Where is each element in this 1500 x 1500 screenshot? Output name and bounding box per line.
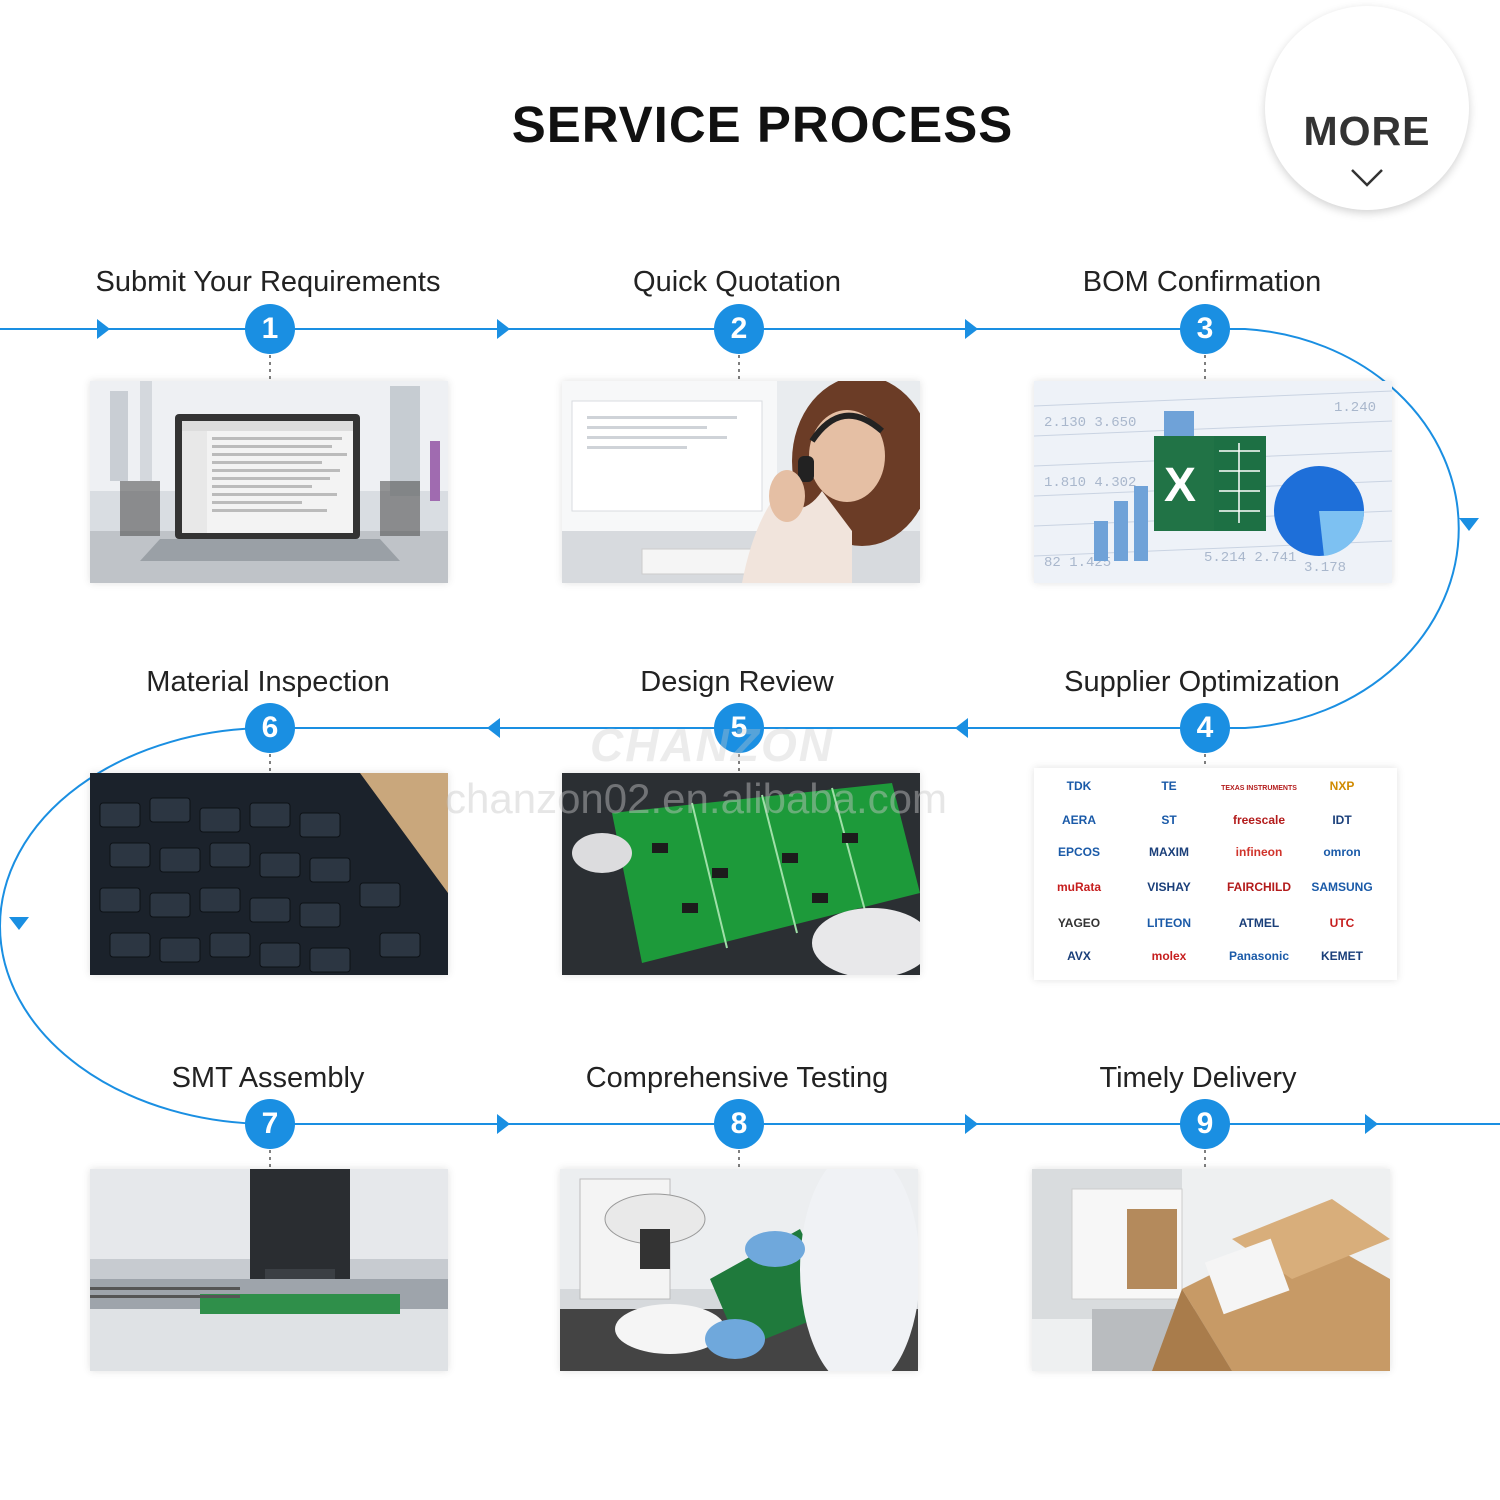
supplier-logo: FAIRCHILD	[1227, 880, 1291, 894]
supplier-logo: muRata	[1057, 880, 1101, 894]
supplier-logo: Panasonic	[1229, 949, 1289, 963]
supplier-logo: ATMEL	[1239, 916, 1279, 930]
step-label-2: Quick Quotation	[633, 266, 841, 298]
supplier-logo: AVX	[1067, 949, 1091, 963]
step-label-4: Supplier Optimization	[1064, 666, 1340, 698]
supplier-logo: ST	[1161, 813, 1177, 827]
step-image-timely-delivery	[1032, 1169, 1390, 1371]
svg-text:X: X	[1164, 459, 1196, 512]
svg-text:3.178: 3.178	[1304, 560, 1346, 576]
supplier-logo: molex	[1152, 949, 1187, 963]
supplier-logo: YAGEO	[1058, 916, 1100, 930]
step-image-supplier-logos: TDK TE TEXAS INSTRUMENTS NXP AERA ST freescale…	[1034, 768, 1397, 980]
step-label-3: BOM Confirmation	[1082, 266, 1322, 298]
supplier-logo: KEMET	[1321, 949, 1364, 963]
supplier-logo: IDT	[1332, 813, 1352, 827]
step-number-6: 6	[245, 703, 295, 753]
supplier-logo: AERA	[1062, 813, 1096, 827]
step-number-9: 9	[1180, 1099, 1230, 1149]
supplier-logo: freescale	[1233, 813, 1285, 827]
supplier-logo: EPCOS	[1058, 845, 1100, 859]
more-button-label: MORE	[1303, 108, 1431, 154]
supplier-logo: NXP	[1330, 779, 1355, 793]
step-image-comprehensive-testing	[560, 1169, 918, 1371]
supplier-logo: VISHAY	[1147, 880, 1191, 894]
chevron-down-icon[interactable]	[1350, 168, 1384, 188]
step-number-1: 1	[245, 304, 295, 354]
step-label-7: SMT Assembly	[171, 1062, 365, 1094]
step-number-4: 4	[1180, 703, 1230, 753]
watermark-site: chanzon02.en.alibaba.com	[445, 775, 948, 822]
supplier-logo: TEXAS INSTRUMENTS	[1221, 785, 1297, 792]
supplier-logo: MAXIM	[1149, 845, 1189, 859]
step-image-submit-requirements	[90, 381, 448, 583]
step-image-smt-assembly	[90, 1169, 448, 1371]
supplier-logo: SAMSUNG	[1311, 880, 1372, 894]
supplier-logo: TE	[1161, 779, 1176, 793]
step-label-9: Timely Delivery	[1099, 1062, 1297, 1094]
step-label-5: Design Review	[640, 666, 834, 698]
watermark-brand: CHANZON	[590, 719, 834, 771]
step-label-6: Material Inspection	[146, 666, 390, 698]
svg-text:1.810 4.302: 1.810 4.302	[1044, 475, 1136, 491]
more-button[interactable]: MORE	[1265, 6, 1469, 210]
step-number-2: 2	[714, 304, 764, 354]
step-number-7: 7	[245, 1099, 295, 1149]
step-label-1: Submit Your Requirements	[95, 266, 441, 298]
step-label-8: Comprehensive Testing	[585, 1062, 889, 1094]
supplier-logo: LITEON	[1147, 916, 1191, 930]
step-image-quick-quotation	[562, 381, 920, 583]
supplier-logo: omron	[1323, 845, 1360, 859]
supplier-logo: TDK	[1067, 779, 1092, 793]
step-number-5: 5	[714, 703, 764, 753]
step-number-3: 3	[1180, 304, 1230, 354]
svg-text:5.214 2.741: 5.214 2.741	[1204, 550, 1296, 566]
svg-text:1.240: 1.240	[1334, 400, 1376, 416]
step-image-material-inspection	[90, 773, 448, 975]
page-title: SERVICE PROCESS	[511, 96, 1014, 153]
svg-text:2.130 3.650: 2.130 3.650	[1044, 415, 1136, 431]
step-number-8: 8	[714, 1099, 764, 1149]
supplier-logo: infineon	[1236, 845, 1283, 859]
step-image-design-review	[562, 773, 920, 975]
supplier-logo: UTC	[1330, 916, 1355, 930]
